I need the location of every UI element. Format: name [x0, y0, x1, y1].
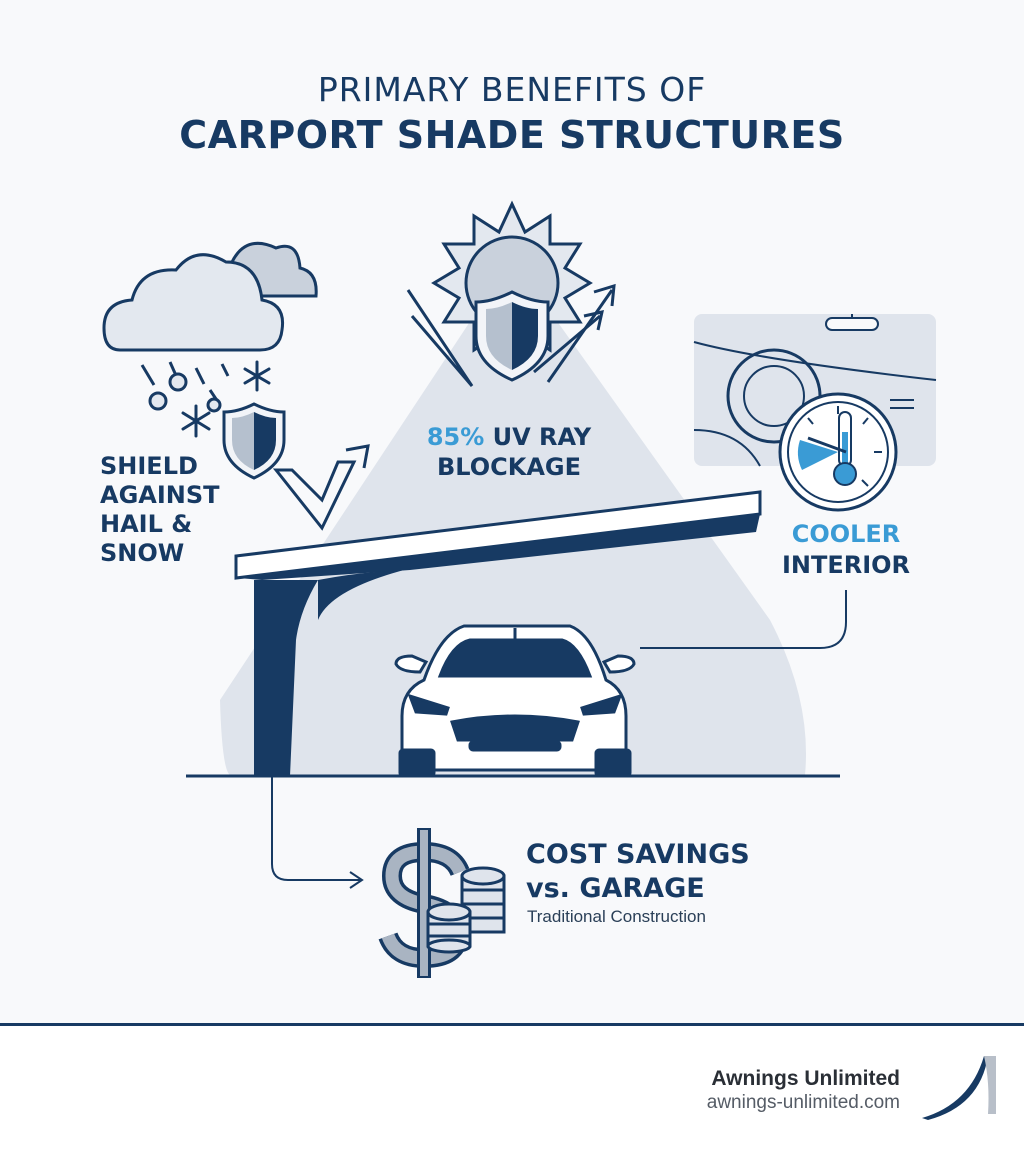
footer-divider: [0, 1023, 1024, 1026]
hail-label-line3: HAIL &: [100, 510, 193, 538]
connector-arrow: [271, 776, 364, 889]
logo-swoosh-icon: [922, 1056, 996, 1120]
page-title-line2: CARPORT SHADE STRUCTURES: [179, 113, 845, 157]
page-title-line1: PRIMARY BENEFITS OF: [317, 70, 707, 109]
snowflake-icon: [181, 360, 271, 438]
uv-label-line2: BLOCKAGE: [436, 453, 581, 481]
light-cone: [220, 258, 806, 775]
dollar-icon: [378, 828, 470, 978]
cost-savings-label: COST SAVINGS vs. GARAGE: [526, 838, 750, 906]
car-icon: [394, 624, 636, 778]
shield-icon: [474, 290, 550, 382]
brand-url: awnings-unlimited.com: [706, 1092, 900, 1113]
uv-percent: 85%: [426, 423, 485, 451]
coins-icon: [426, 866, 506, 954]
cooler-label-line1: COOLER: [791, 520, 901, 548]
hail-label-line2: AGAINST: [100, 481, 220, 509]
cost-label-line1: COST SAVINGS: [526, 839, 750, 870]
cooler-interior-label: COOLER INTERIOR: [766, 519, 926, 581]
uv-label-rest: UV RAY: [492, 423, 592, 451]
cost-subtitle: Traditional Construction: [527, 907, 706, 926]
checkmark-icon: [406, 283, 616, 387]
footer: [0, 1026, 1024, 1154]
cost-label-line2: vs. GARAGE: [526, 873, 705, 904]
connector-line: [640, 590, 847, 649]
carport-illustration: [102, 200, 937, 978]
carport-structure: [234, 490, 762, 776]
cloud-icon: [102, 241, 318, 352]
hail-label-line1: SHIELD: [100, 452, 198, 480]
hail-icon: [140, 361, 230, 413]
uv-blockage-label: 85% UV RAY BLOCKAGE: [404, 422, 614, 482]
cooler-label-line2: INTERIOR: [781, 551, 911, 579]
brand-name: Awnings Unlimited: [711, 1067, 900, 1090]
thermometer-gauge-icon: [778, 392, 898, 512]
hail-snow-label: SHIELD AGAINST HAIL & SNOW: [100, 452, 220, 568]
shield-icon: [222, 402, 286, 480]
checkmark-icon: [272, 444, 370, 531]
hail-label-line4: SNOW: [100, 539, 185, 567]
